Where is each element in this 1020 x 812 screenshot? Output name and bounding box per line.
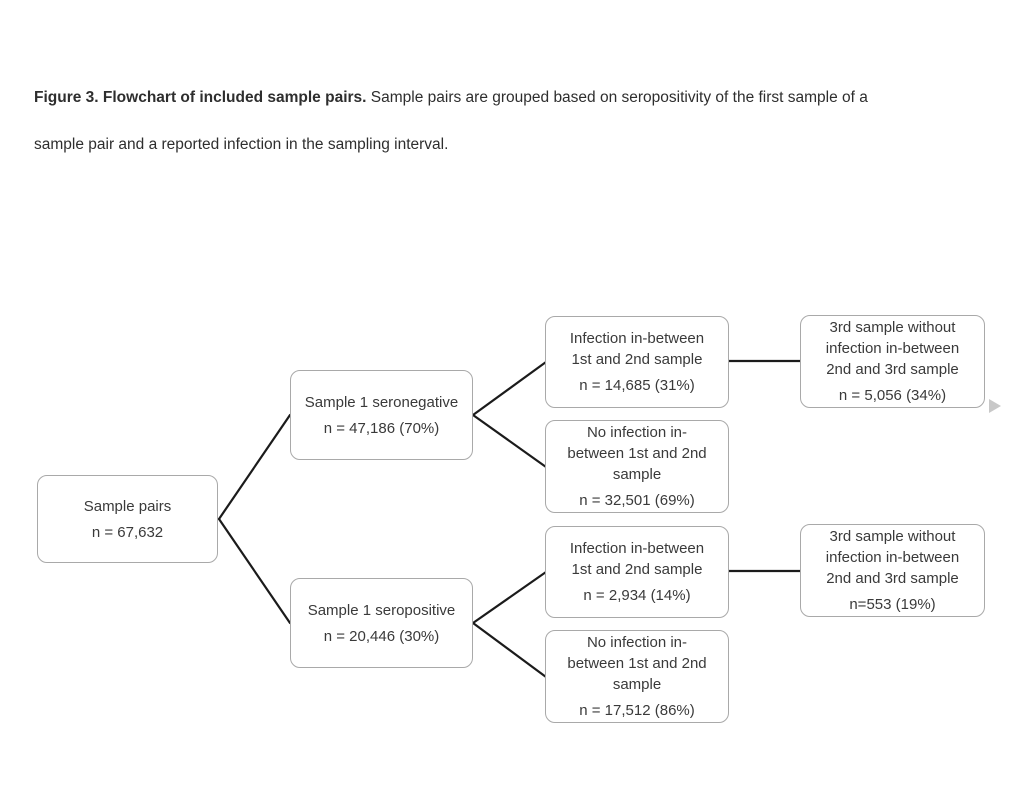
node-sample-pairs-value: n = 67,632	[91, 523, 164, 541]
connector-root-to-seronegative	[217, 413, 292, 521]
figure-caption-line2: sample pair and a reported infection in …	[34, 136, 449, 153]
node-pos-infection-between-value: n = 2,934 (14%)	[583, 587, 691, 604]
connector-seronegative-to-noinfection	[471, 413, 548, 469]
connector-seropositive-to-infection	[471, 570, 548, 625]
node-pos-no-infection-value: n = 17,512 (86%)	[579, 702, 695, 719]
figure-caption-text: Sample pairs are grouped based on seropo…	[366, 89, 868, 106]
node-pos-third-sample: 3rd sample without infection in-between …	[800, 524, 985, 617]
node-sample1-seronegative-value: n = 47,186 (70%)	[323, 419, 440, 437]
node-neg-no-infection: No infection in- between 1st and 2nd sam…	[545, 420, 729, 513]
connector-root-to-seropositive	[217, 517, 292, 625]
node-neg-infection-between-value: n = 14,685 (31%)	[579, 377, 695, 394]
figure-caption-title: Figure 3. Flowchart of included sample p…	[34, 89, 367, 106]
connector-seropositive-to-noinfection	[471, 621, 548, 679]
node-sample-pairs: Sample pairs n = 67,632	[37, 475, 218, 563]
node-neg-third-sample: 3rd sample without infection in-between …	[800, 315, 985, 408]
figure-caption-line1: Figure 3. Flowchart of included sample p…	[34, 88, 868, 107]
node-neg-third-sample-label: 3rd sample without infection in-between …	[825, 319, 960, 378]
node-sample1-seronegative: Sample 1 seronegative n = 47,186 (70%)	[290, 370, 473, 460]
node-neg-no-infection-label: No infection in- between 1st and 2nd sam…	[567, 424, 707, 483]
node-neg-third-sample-value: n = 5,056 (34%)	[838, 387, 947, 404]
node-sample1-seronegative-label: Sample 1 seronegative	[304, 393, 459, 411]
node-pos-infection-between-label: Infection in-between 1st and 2nd sample	[569, 540, 705, 578]
node-pos-third-sample-value: n=553 (19%)	[849, 596, 936, 613]
node-neg-infection-between: Infection in-between 1st and 2nd sample …	[545, 316, 729, 408]
node-sample1-seropositive-label: Sample 1 seropositive	[307, 601, 456, 619]
node-pos-third-sample-label: 3rd sample without infection in-between …	[825, 528, 960, 587]
node-sample1-seropositive-value: n = 20,446 (30%)	[323, 627, 440, 645]
node-pos-no-infection-label: No infection in- between 1st and 2nd sam…	[567, 634, 707, 693]
right-triangle-icon	[989, 399, 1001, 413]
node-pos-no-infection: No infection in- between 1st and 2nd sam…	[545, 630, 729, 723]
node-neg-infection-between-label: Infection in-between 1st and 2nd sample	[569, 330, 705, 368]
node-neg-no-infection-value: n = 32,501 (69%)	[579, 492, 695, 509]
node-sample-pairs-label: Sample pairs	[83, 497, 172, 515]
node-pos-infection-between: Infection in-between 1st and 2nd sample …	[545, 526, 729, 618]
connector-seronegative-to-infection	[471, 360, 548, 417]
node-sample1-seropositive: Sample 1 seropositive n = 20,446 (30%)	[290, 578, 473, 668]
